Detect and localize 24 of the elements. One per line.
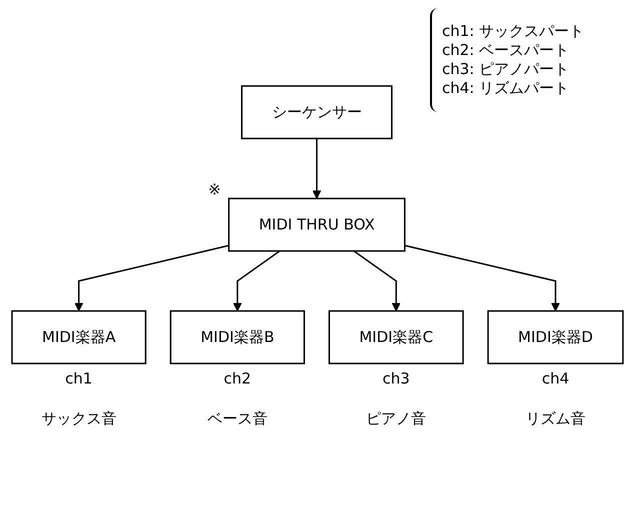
channel-label: ch1 [64,369,92,388]
arrow [352,250,400,312]
node-box [10,310,146,364]
channel-label: ch4 [541,369,569,388]
sound-label: ピアノ音 [366,409,426,428]
channel-assignment: ch2: ベースパート [442,41,570,60]
sound-label: サックス音 [40,409,116,428]
arrow [232,250,280,312]
channel-label: ch2 [223,369,251,388]
arrow [312,138,321,199]
channel-label: ch3 [382,369,410,388]
arrow [74,244,229,312]
channel-assignment: ch4: リズムパート [442,79,570,98]
node-box [328,310,464,364]
arrow [404,244,560,312]
node-box [228,198,405,252]
node-box [240,85,392,140]
channel-assignment: ch3: ピアノパート [442,60,570,79]
node-box [486,310,624,364]
note-mark: ※ [208,180,220,198]
sound-label: リズム音 [525,409,586,428]
sound-label: ベース音 [206,409,267,428]
channel-assignment: ch1: サックスパート [442,22,584,41]
node-box [169,310,304,364]
